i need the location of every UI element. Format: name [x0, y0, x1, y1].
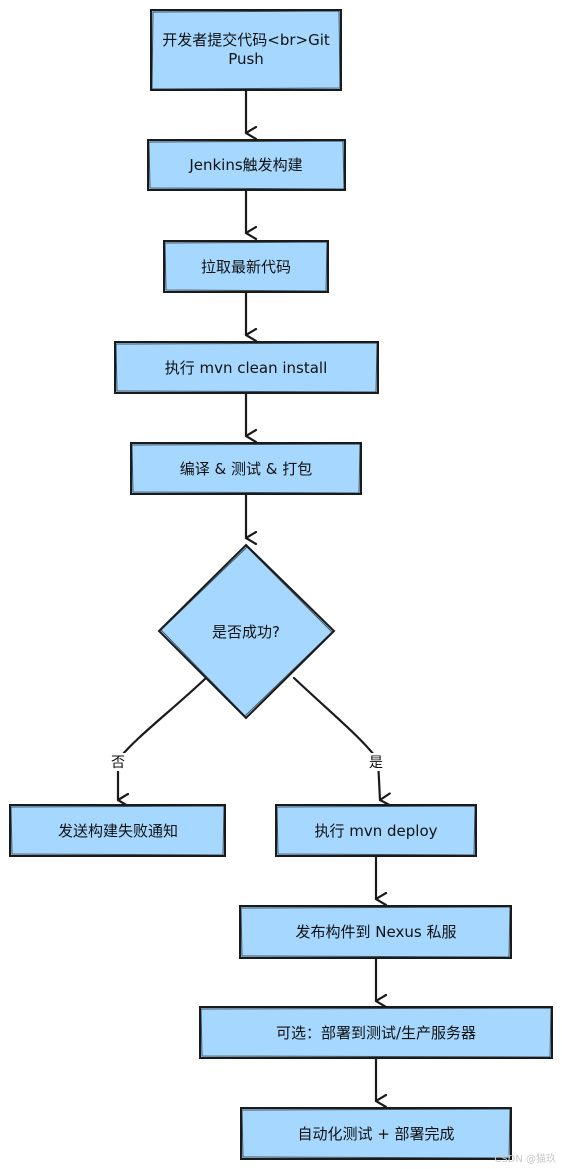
node-publish-nexus-label: 发布构件到 Nexus 私服	[296, 923, 457, 941]
edge-label-yes-text: 是	[369, 755, 383, 771]
edge-label-no: 否	[108, 753, 128, 771]
node-decision-success-label: 是否成功?	[212, 623, 280, 641]
edge-no-branch	[116, 676, 208, 800]
node-compile-test-package-label: 编译 & 测试 & 打包	[180, 460, 312, 478]
csdn-watermark: CSDN @猫玖	[494, 1152, 556, 1165]
node-auto-test-done-label: 自动化测试 + 部署完成	[297, 1125, 454, 1143]
node-git-push-label: 开发者提交代码<br>Git	[162, 31, 330, 49]
node-git-push: 开发者提交代码<br>Git Push	[150, 9, 342, 91]
node-notify-fail-label: 发送构建失败通知	[58, 822, 178, 840]
node-optional-deploy-label: 可选：部署到测试/生产服务器	[276, 1024, 476, 1042]
node-mvn-deploy-label: 执行 mvn deploy	[314, 822, 437, 840]
node-pull-code: 拉取最新代码	[163, 240, 329, 293]
node-jenkins-trigger-label: Jenkins触发构建	[188, 156, 302, 174]
node-mvn-install: 执行 mvn clean install	[114, 341, 379, 394]
edge-yes-branch	[292, 676, 380, 800]
node-notify-fail: 发送构建失败通知	[9, 804, 226, 857]
node-mvn-deploy: 执行 mvn deploy	[275, 804, 477, 857]
node-mvn-install-label: 执行 mvn clean install	[165, 359, 328, 377]
node-decision-success: 是否成功?	[157, 543, 336, 720]
node-git-push-label-2: Push	[228, 50, 264, 68]
node-pull-code-label: 拉取最新代码	[201, 258, 291, 276]
edge-label-no-text: 否	[111, 755, 125, 771]
node-jenkins-trigger: Jenkins触发构建	[147, 139, 346, 191]
node-optional-deploy: 可选：部署到测试/生产服务器	[199, 1006, 553, 1059]
node-compile-test-package: 编译 & 测试 & 打包	[130, 442, 362, 495]
edge-label-yes: 是	[366, 753, 386, 771]
node-publish-nexus: 发布构件到 Nexus 私服	[239, 905, 512, 959]
node-auto-test-done: 自动化测试 + 部署完成	[240, 1107, 512, 1160]
